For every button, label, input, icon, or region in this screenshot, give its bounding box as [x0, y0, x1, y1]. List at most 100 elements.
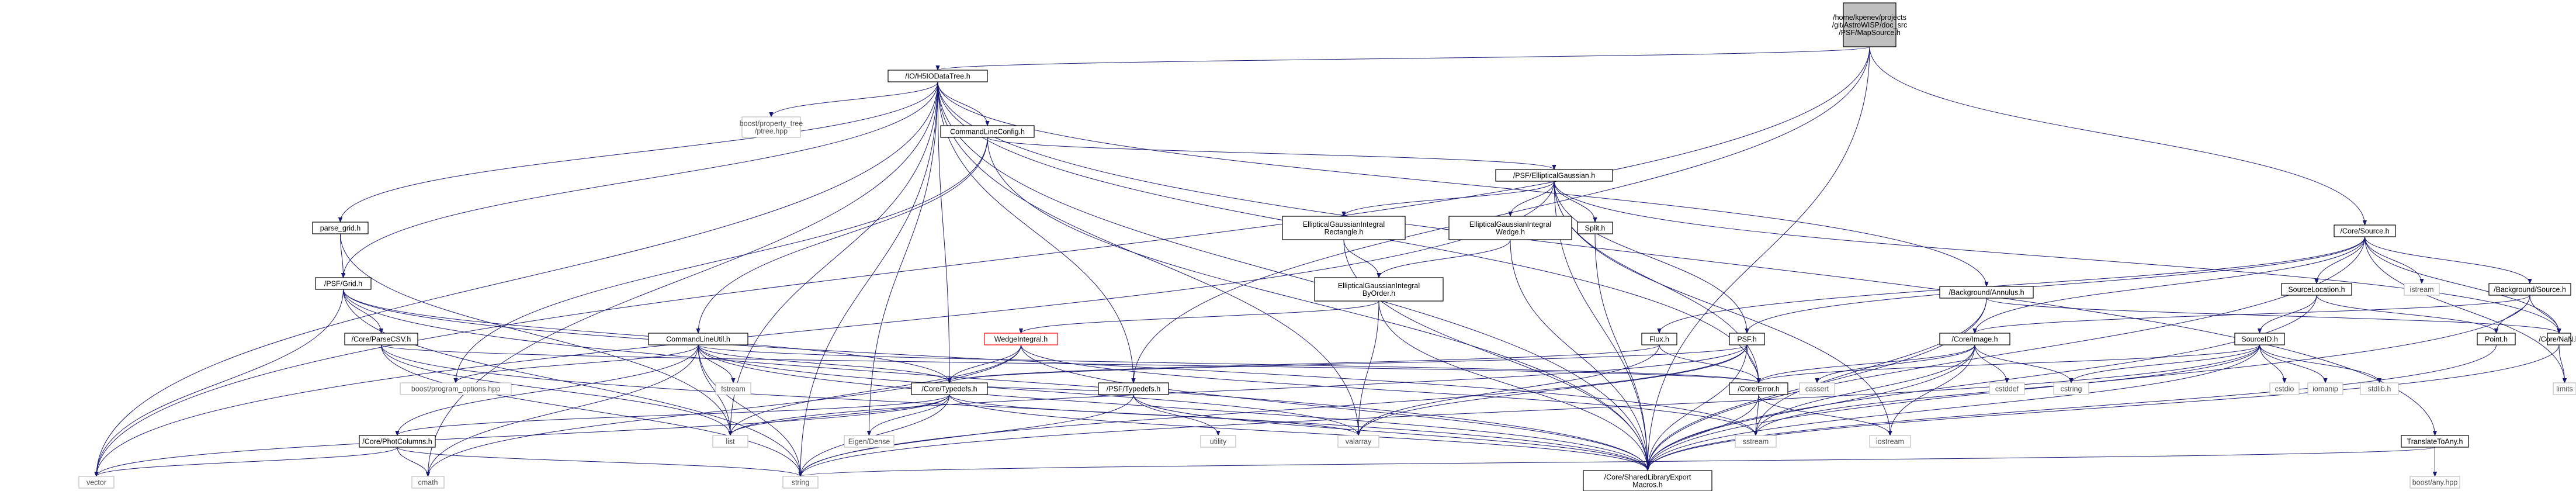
node-valarray[interactable]: valarray [1337, 435, 1379, 448]
node-string[interactable]: string [782, 476, 819, 489]
edge-srcloc-to-sharedlib [1648, 295, 2317, 471]
node-label-egirect-1: Rectangle.h [1325, 228, 1364, 236]
node-h5io[interactable]: /IO/H5IODataTree.h [887, 70, 988, 82]
node-translate[interactable]: TranslateToAny.h [2401, 435, 2469, 448]
node-fstream[interactable]: fstream [715, 382, 751, 395]
node-cmdlinecfg[interactable]: CommandLineConfig.h [940, 125, 1035, 138]
node-point[interactable]: Point.h [2477, 333, 2516, 345]
edge-psftypedefs-to-utility [1133, 394, 1218, 436]
edge-coretypedefs-to-eigendense [869, 394, 950, 436]
edge-coreimage-to-sharedlib [1648, 344, 1975, 471]
node-label-ptree-0: boost/property_tree [740, 120, 803, 128]
edge-psfgrid-to-sharedlib [343, 289, 1648, 471]
node-label-photcolumns-0: /Core/PhotColumns.h [362, 438, 432, 446]
node-label-cstdio-0: cstdio [2275, 385, 2294, 393]
edge-coreimage-to-cassert [1817, 344, 1975, 383]
node-cassert[interactable]: cassert [1799, 382, 1835, 395]
edge-ellgauss-to-egiwedge [1510, 181, 1555, 217]
node-cmath[interactable]: cmath [411, 476, 445, 489]
node-box-cmdlinecfg [940, 125, 1035, 138]
node-ellgauss[interactable]: /PSF/EllipticalGaussian.h [1495, 169, 1613, 182]
edge-psfh-to-valarray [1358, 344, 1748, 435]
node-programopts[interactable]: boost/program_options.hpp [400, 382, 512, 395]
edge-coresource-to-psfh [1747, 236, 2365, 333]
node-label-egiwedge-1: Wedge.h [1496, 228, 1525, 236]
edge-egiwedge-to-egibyorder [1379, 239, 1511, 278]
node-cstdio[interactable]: cstdio [2269, 382, 2300, 395]
edge-srcloc-to-sourceid [2260, 295, 2317, 334]
node-coresource[interactable]: /Core/Source.h [2334, 224, 2396, 237]
edge-flux-to-coretypedefs [949, 344, 1660, 383]
node-bgsource[interactable]: /Background/Source.h [2488, 283, 2571, 296]
edge-nan-to-sharedlib [1648, 344, 2560, 471]
node-label-string-0: string [792, 479, 810, 487]
node-root[interactable]: /home/kpenev/projects/git/AstroWISP/doc_… [1832, 2, 1908, 47]
node-coretypedefs[interactable]: /Core/Typedefs.h [911, 382, 988, 395]
node-list[interactable]: list [712, 435, 748, 448]
node-label-utility-0: utility [1210, 438, 1227, 446]
node-label-eigendense-0: Eigen/Dense [848, 438, 890, 446]
node-nan[interactable]: /Core/NaN.h [2539, 333, 2576, 345]
node-limits[interactable]: limits [2553, 382, 2576, 395]
edge-h5io-to-valarray [937, 81, 1358, 435]
edge-coreerror-to-sharedlib [1648, 394, 1759, 471]
node-photcolumns[interactable]: /Core/PhotColumns.h [359, 435, 436, 448]
edge-sourceid-to-iomanip [2259, 344, 2326, 383]
edge-sourceid-to-cstring [2071, 344, 2260, 383]
node-bgannulus[interactable]: /Background/Annulus.h [1939, 286, 2034, 299]
node-box-stdlib [2360, 382, 2399, 395]
node-label-iostream-0: iostream [1876, 438, 1904, 446]
node-box-parsegrid [312, 222, 369, 234]
node-iostream[interactable]: iostream [1869, 435, 1911, 448]
edge-psfgrid-to-parsecsv [343, 289, 382, 333]
node-cstring[interactable]: cstring [2053, 382, 2089, 395]
node-label-sstream-0: sstream [1743, 438, 1769, 446]
node-flux[interactable]: Flux.h [1641, 333, 1677, 345]
node-psfgrid[interactable]: /PSF/Grid.h [315, 277, 372, 290]
node-wedgeint[interactable]: WedgeIntegral.h [984, 333, 1058, 345]
node-split[interactable]: Split.h [1577, 222, 1613, 234]
edge-coreimage-to-coreerror [1759, 344, 1975, 383]
node-sstream[interactable]: sstream [1735, 435, 1777, 448]
edge-bgsource-to-coreimage [1975, 295, 2530, 334]
node-parsegrid[interactable]: parse_grid.h [312, 222, 369, 234]
node-box-coresource [2334, 224, 2396, 237]
node-label-srcloc-0: SourceLocation.h [2288, 286, 2345, 294]
node-psftypedefs[interactable]: /PSF/Typedefs.h [1098, 382, 1169, 395]
node-label-coresource-0: /Core/Source.h [2340, 227, 2389, 236]
node-coreerror[interactable]: /Core/Error.h [1729, 382, 1788, 395]
node-vector[interactable]: vector [78, 476, 115, 489]
node-box-valarray [1337, 435, 1379, 448]
node-coreimage[interactable]: /Core/Image.h [1939, 333, 2010, 345]
node-sourceid[interactable]: SourceID.h [2234, 333, 2285, 345]
node-psfh[interactable]: PSF.h [1729, 333, 1765, 345]
edge-cmdlineutil-to-fstream [698, 344, 733, 383]
node-box-utility [1200, 435, 1236, 448]
node-box-fstream [715, 382, 751, 395]
edge-coreimage-to-iostream [1890, 344, 1975, 435]
node-srcloc[interactable]: SourceLocation.h [2281, 283, 2352, 296]
node-eigendense[interactable]: Eigen/Dense [844, 435, 895, 448]
node-box-split [1577, 222, 1613, 234]
node-utility[interactable]: utility [1200, 435, 1236, 448]
edge-photcolumns-to-vector [96, 447, 398, 477]
node-box-flux [1641, 333, 1677, 345]
edge-parsecsv-to-coreerror [381, 344, 1759, 383]
node-box-eigendense [844, 435, 895, 448]
node-boostany[interactable]: boost/any.hpp [2409, 476, 2460, 489]
edge-flux-to-valarray [1358, 344, 1660, 435]
node-box-coreerror [1729, 382, 1788, 395]
node-box-cassert [1799, 382, 1835, 395]
node-stdlib[interactable]: stdlib.h [2360, 382, 2399, 395]
node-iomanip[interactable]: iomanip [2307, 382, 2343, 395]
node-parsecsv[interactable]: /Core/ParseCSV.h [344, 333, 418, 345]
node-cmdlineutil[interactable]: CommandLineUtil.h [648, 333, 748, 345]
node-istream[interactable]: istream [2404, 283, 2440, 296]
node-ptree[interactable]: boost/property_tree/ptree.hpp [740, 116, 803, 138]
node-cstddef[interactable]: cstddef [1989, 382, 2025, 395]
